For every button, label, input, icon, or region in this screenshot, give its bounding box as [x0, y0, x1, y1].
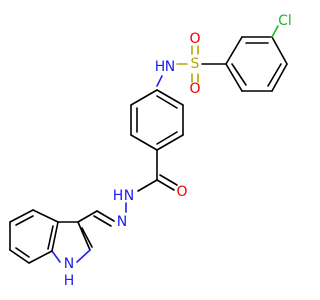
chlorine-label: Cl: [278, 13, 292, 29]
amide-h-label: H: [113, 188, 124, 204]
sulfonyl-oxygens-bonds: [191, 45, 199, 83]
indole-h-label: H: [64, 273, 75, 289]
structure-drawing: Cl S O O N H O H N N N H: [9, 13, 292, 289]
sulfur-label: S: [191, 56, 200, 72]
imine-double-bond: [93, 210, 115, 227]
carbonyl-double-bond: [156, 174, 178, 191]
carbonyl-oxygen-label: O: [176, 184, 187, 200]
sulfonamide-n-label: N: [165, 59, 175, 75]
chlorophenyl-ring: [225, 36, 288, 92]
indole-n-label: N: [64, 256, 74, 272]
indole-benzene-ring: [9, 209, 59, 264]
sulfonyl-oxygen-top-label: O: [189, 31, 200, 47]
amide-n-label: N: [124, 188, 134, 204]
n-ring-bond: [156, 75, 163, 87]
central-benzene-ring: [130, 89, 184, 151]
ch-indole-bond: [77, 210, 98, 223]
indole-pyrrole-ring: [51, 221, 93, 263]
imine-n-label: N: [117, 214, 127, 230]
c-cl-bond: [271, 25, 279, 38]
c-n-amide-bond: [137, 179, 158, 192]
molecule-diagram: Cl S O O N H O H N N N H: [9, 13, 292, 289]
sulfonyl-oxygen-bottom-label: O: [189, 81, 200, 97]
sulfonamide-h-label: H: [155, 59, 166, 75]
